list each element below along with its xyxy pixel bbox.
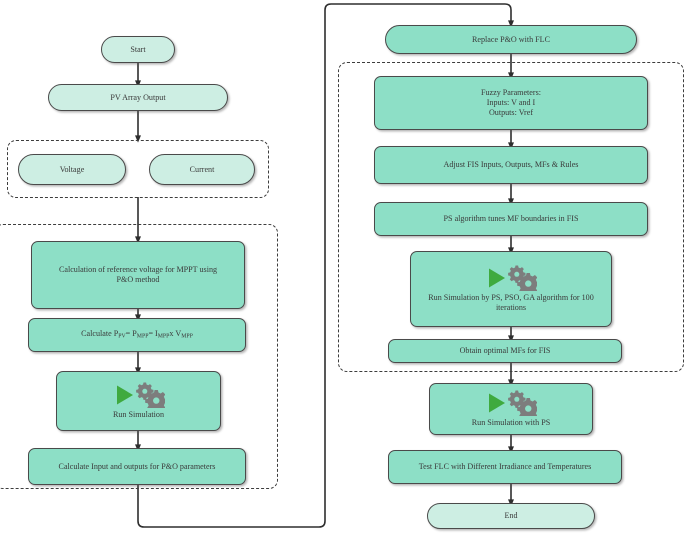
node-run-simulation-with-ps[interactable]: Run Simulation with PS (429, 383, 593, 435)
node-pv-array-output[interactable]: PV Array Output (48, 84, 228, 111)
node-run-simulation-label: Run Simulation (112, 410, 165, 420)
node-run-simulation[interactable]: Run Simulation (56, 371, 221, 431)
play-and-gears-icon (116, 382, 165, 409)
node-calculation-reference-voltage-label: Calculation of reference voltage for MPP… (58, 265, 218, 284)
node-ps-tunes-mf-label: PS algorithm tunes MF boundaries in FIS (443, 214, 579, 224)
play-and-gears-icon (489, 265, 537, 292)
node-pv-array-output-label: PV Array Output (110, 92, 166, 102)
node-calculation-reference-voltage[interactable]: Calculation of reference voltage for MPP… (31, 241, 245, 309)
node-obtain-optimal-mfs-label: Obtain optimal MFs for FIS (459, 346, 551, 356)
po-method-group-box (0, 224, 278, 489)
node-run-simulation-algorithms-label: Run Simulation by PS, PSO, GA algorithm … (428, 293, 594, 312)
node-test-flc[interactable]: Test FLC with Different Irradiance and T… (388, 450, 622, 484)
node-replace-po-with-flc[interactable]: Replace P&O with FLC (385, 25, 637, 54)
node-fuzzy-parameters-label: Fuzzy Parameters: Inputs: V and I Output… (480, 88, 541, 117)
node-calculate-io-po-label: Calculate Input and outputs for P&O para… (58, 461, 216, 471)
node-end-label: End (504, 511, 518, 521)
node-voltage[interactable]: Voltage (18, 154, 126, 185)
node-ps-tunes-mf[interactable]: PS algorithm tunes MF boundaries in FIS (374, 202, 648, 236)
node-adjust-fis-label: Adjust FIS Inputs, Outputs, MFs & Rules (443, 160, 579, 170)
play-and-gears-icon (489, 390, 537, 417)
node-end[interactable]: End (427, 503, 595, 529)
node-run-simulation-algorithms[interactable]: Run Simulation by PS, PSO, GA algorithm … (410, 251, 612, 327)
node-calculate-power-label: Calculate PPV= PMPP= IMPPx VMPP (81, 329, 193, 340)
node-obtain-optimal-mfs[interactable]: Obtain optimal MFs for FIS (388, 339, 622, 363)
measurement-group-box (7, 140, 269, 198)
fis-optimization-group-box (338, 62, 684, 372)
node-voltage-label: Voltage (59, 164, 85, 174)
node-run-simulation-with-ps-label: Run Simulation with PS (471, 418, 551, 428)
node-adjust-fis[interactable]: Adjust FIS Inputs, Outputs, MFs & Rules (374, 146, 648, 184)
node-start-label: Start (130, 44, 146, 54)
node-fuzzy-parameters[interactable]: Fuzzy Parameters: Inputs: V and I Output… (374, 76, 648, 130)
node-calculate-power[interactable]: Calculate PPV= PMPP= IMPPx VMPP (28, 318, 246, 352)
node-calculate-io-po[interactable]: Calculate Input and outputs for P&O para… (28, 448, 246, 485)
node-start[interactable]: Start (101, 36, 175, 63)
node-test-flc-label: Test FLC with Different Irradiance and T… (418, 462, 592, 472)
node-replace-po-with-flc-label: Replace P&O with FLC (471, 34, 550, 44)
node-current[interactable]: Current (149, 154, 255, 185)
node-current-label: Current (189, 164, 215, 174)
